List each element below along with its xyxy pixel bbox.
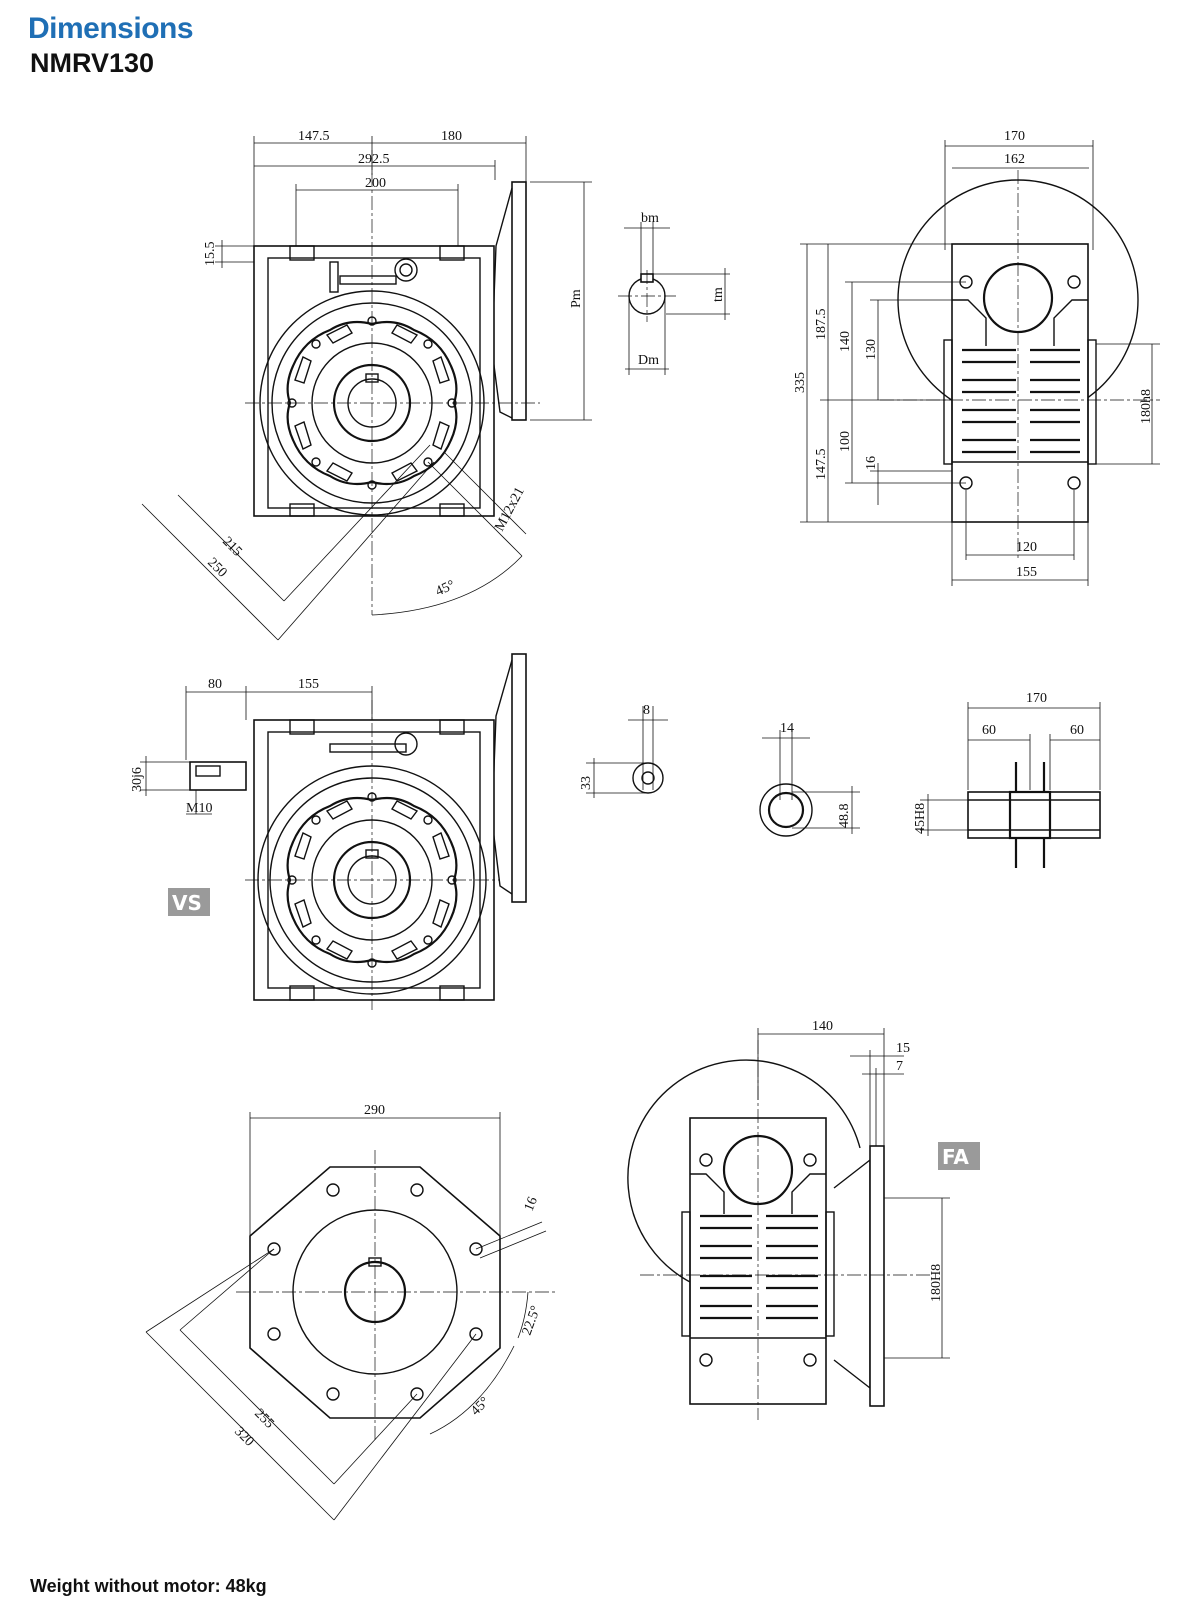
fa-badge-label: FA — [942, 1145, 969, 1169]
flange-dim-290: 290 — [364, 1103, 385, 1118]
key-bm: bm — [641, 211, 659, 226]
vs-dim-80: 80 — [208, 677, 222, 692]
section-dim-60-left: 60 — [982, 723, 996, 738]
side-dim-16: 16 — [864, 456, 879, 470]
fa-dim-180h8: 180H8 — [929, 1264, 944, 1302]
dim-147-5: 147.5 — [298, 129, 330, 144]
vs-badge: VS — [168, 888, 210, 916]
side-view: 170 162 335 18 — [793, 129, 1160, 586]
side-dim-335: 335 — [793, 372, 808, 393]
section-dim-45h8: 45H8 — [913, 803, 928, 834]
flange-dim-16: 16 — [522, 1195, 541, 1214]
page-title: Dimensions — [28, 12, 194, 45]
key-tm: tm — [711, 287, 726, 302]
dim-15-5: 15.5 — [203, 242, 218, 267]
fa-badge: FA — [938, 1142, 980, 1170]
side-dim-120: 120 — [1016, 540, 1037, 555]
vs-badge-label: VS — [172, 891, 202, 915]
fa-dim-15: 15 — [896, 1041, 910, 1056]
key-detail: bm tm Dm — [618, 211, 730, 375]
dim-m12x21: M12x21 — [492, 485, 528, 534]
hollow-dim-14: 14 — [780, 721, 794, 736]
key-dm: Dm — [638, 353, 659, 368]
side-dim-187-5: 187.5 — [814, 309, 829, 341]
shaft-detail-small: 8 33 — [579, 703, 668, 798]
fa-dim-140: 140 — [812, 1019, 833, 1034]
side-dim-155: 155 — [1016, 565, 1037, 580]
hollow-section: 170 60 60 45H8 — [913, 691, 1101, 868]
section-dim-60-right: 60 — [1070, 723, 1084, 738]
side-dim-130: 130 — [864, 339, 879, 360]
flange-dim-22-5-deg: 22.5° — [520, 1304, 544, 1337]
dim-200: 200 — [365, 176, 386, 191]
flange-dim-45-deg: 45° — [468, 1394, 492, 1418]
side-dim-162: 162 — [1004, 152, 1025, 167]
section-dim-170: 170 — [1026, 691, 1047, 706]
dim-215: 215 — [219, 534, 244, 559]
front-view: 147.5 180 292.5 200 15.5 Pm — [141, 129, 592, 641]
flange-dim-320: 320 — [231, 1424, 256, 1449]
small-dim-8: 8 — [643, 703, 650, 718]
fa-dim-7: 7 — [896, 1059, 903, 1074]
small-dim-33: 33 — [579, 776, 594, 790]
dim-292-5: 292.5 — [358, 152, 390, 167]
side-dim-140: 140 — [838, 331, 853, 352]
shaft-detail-hollow: 14 48.8 — [759, 721, 860, 837]
side-dim-170: 170 — [1004, 129, 1025, 144]
hollow-dim-48-8: 48.8 — [837, 804, 852, 829]
flange-dim-255: 255 — [251, 1406, 276, 1431]
vs-dim-m10: M10 — [186, 801, 212, 816]
dim-45-deg: 45° — [433, 578, 457, 600]
model-title: NMRV130 — [30, 48, 155, 78]
side-dim-147-5: 147.5 — [814, 449, 829, 481]
side-dim-180h8: 180h8 — [1139, 389, 1154, 424]
dim-180: 180 — [441, 129, 462, 144]
side-dim-100: 100 — [838, 431, 853, 452]
weight-note: Weight without motor: 48kg — [30, 1576, 267, 1596]
dim-250: 250 — [204, 555, 229, 580]
dim-pm: Pm — [569, 289, 584, 308]
vs-dim-30j6: 30j6 — [130, 767, 145, 792]
vs-view: 80 155 30j6 M10 — [130, 653, 527, 1010]
flange-view: 290 16 22.5° 45° 255 320 — [145, 1103, 556, 1521]
vs-dim-155: 155 — [298, 677, 319, 692]
fa-view: 140 15 7 180H8 — [627, 1019, 950, 1420]
